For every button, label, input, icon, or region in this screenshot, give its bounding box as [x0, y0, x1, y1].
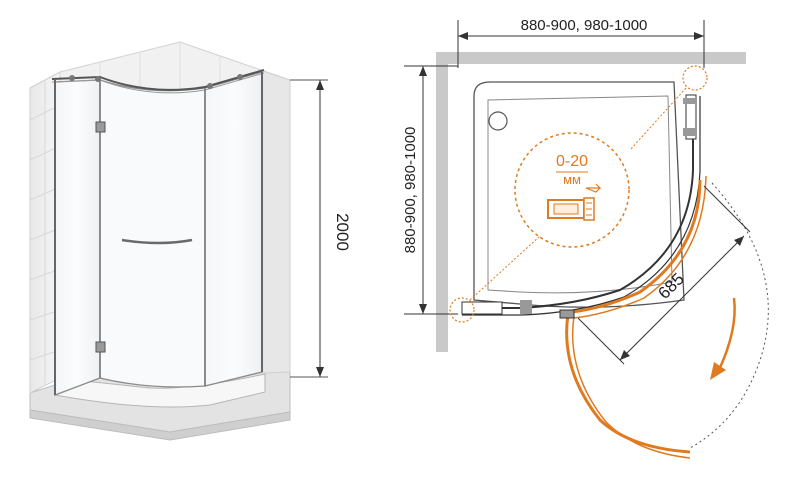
- hinge-top: [95, 121, 106, 133]
- curved-glass: [462, 96, 694, 309]
- width-dimension: 880-900, 980-1000: [457, 17, 705, 68]
- adjustment-unit: мм: [563, 172, 581, 187]
- top-wall: [436, 52, 746, 64]
- door-panel-open: [565, 313, 691, 454]
- adjustment-callout: 0-20 мм: [449, 65, 708, 323]
- depth-label: 880-900, 980-1000: [402, 127, 419, 254]
- hinge-bottom: [95, 341, 106, 353]
- glass-enclosure: [51, 69, 265, 396]
- left-wall: [436, 52, 448, 352]
- width-label: 880-900, 980-1000: [521, 17, 648, 34]
- detail-circle: [514, 132, 630, 248]
- adjustment-value: 0-20: [556, 153, 588, 170]
- door-handle: [121, 238, 193, 245]
- detail-marker-bottom: [449, 297, 475, 323]
- plan-view: 880-900, 980-1000 880-900, 980-1000 685: [402, 17, 769, 459]
- profile-adjustment-icon: [547, 183, 602, 221]
- height-label: 2000: [333, 213, 352, 251]
- door-swing-arc: [689, 182, 769, 449]
- perspective-view: 2000: [29, 41, 352, 441]
- height-dimension: 2000: [290, 79, 352, 378]
- detail-marker-top: [682, 65, 708, 91]
- depth-dimension: 880-900, 980-1000: [402, 65, 458, 315]
- door-panel-closed: [571, 179, 702, 314]
- plan-drain: [488, 111, 508, 131]
- swing-direction-arrow: [716, 297, 736, 373]
